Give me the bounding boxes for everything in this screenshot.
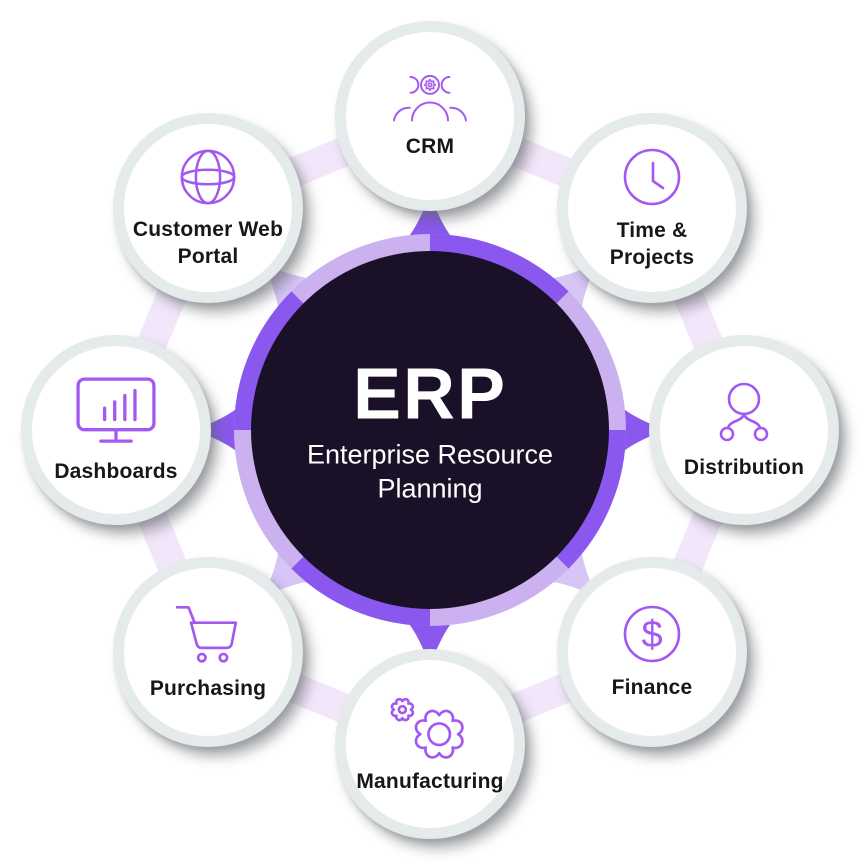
network-nodes-icon [719,383,769,442]
center-label: ERP Enterprise Resource Planning [270,358,590,505]
center-circle [251,251,609,609]
satellite-label: Finance [611,676,693,700]
monitor-chart-icon [76,377,156,444]
satellite-finance: $ Finance [557,557,747,747]
satellite-crm: CRM [335,21,525,211]
erp-subtitle: Enterprise Resource Planning [306,439,554,504]
gears-icon [390,698,464,760]
satellite-label: Distribution [683,456,805,480]
center-ornament [196,196,664,664]
satellite-distribution: Distribution [649,335,839,525]
crm-people-gear-icon [393,75,467,122]
dollar-circle-icon: $ [623,606,681,663]
satellite-label: Dashboards [54,460,178,484]
satellite-label: Purchasing [149,677,267,701]
erp-acronym: ERP [352,354,508,435]
satellite-time-projects: Time & Projects [557,113,747,303]
satellite-purchasing: Purchasing [113,557,303,747]
svg-text:$: $ [641,614,662,656]
satellite-customer-web-portal: Customer Web Portal [113,113,303,303]
satellite-label: Manufacturing [356,770,504,794]
clock-icon [623,148,681,206]
satellite-label: CRM [405,135,455,159]
globe-icon [180,149,236,205]
satellite-manufacturing: Manufacturing [335,649,525,839]
satellite-dashboards: Dashboards [21,335,211,525]
center-ring [234,234,626,626]
satellite-label: Time & Projects [609,218,695,269]
shopping-cart-icon [175,606,238,664]
satellite-label: Customer Web Portal [132,217,284,268]
